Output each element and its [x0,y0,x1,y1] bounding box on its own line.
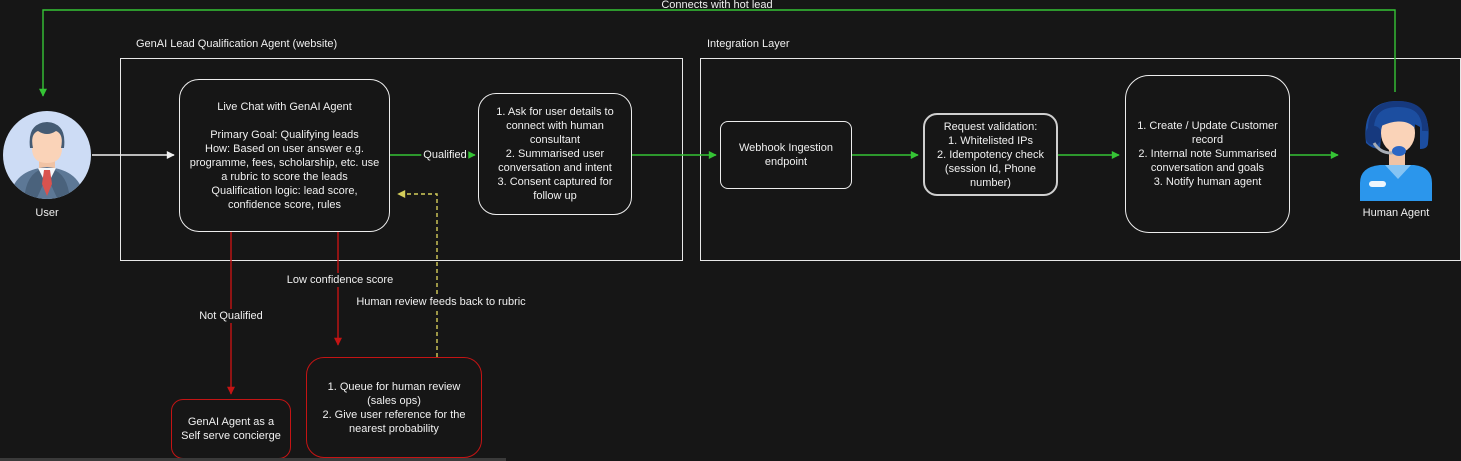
node-human-review-queue[interactable]: 1. Queue for human review (sales ops) 2.… [306,357,482,458]
actor-label-human-agent: Human Agent [1362,207,1430,219]
node-request-validation-text: Request validation: 1. Whitelisted IPs 2… [936,120,1044,189]
edge-label-low-confidence: Low confidence score [284,273,396,287]
container-label-integration: Integration Layer [707,38,790,50]
edge-agent-connects-hot-lead[interactable] [39,9,1396,97]
node-user-details-text: 1. Ask for user details to connect with … [496,106,614,202]
node-webhook-text: Webhook Ingestion endpoint [739,142,833,168]
node-human-review-queue-text: 1. Queue for human review (sales ops) 2.… [322,380,466,435]
edge-label-qualified: Qualified [421,148,469,162]
horizontal-scrollbar-thumb[interactable] [0,458,506,461]
edge-label-feedback: Human review feeds back to rubric [354,295,528,309]
node-user-details[interactable]: 1. Ask for user details to connect with … [478,93,632,215]
actor-label-user: User [35,207,59,219]
node-self-serve-text: GenAI Agent as a Self serve concierge [181,416,281,442]
businessman-avatar-icon[interactable] [2,110,92,200]
node-crm-update[interactable]: 1. Create / Update Customer record 2. In… [1125,75,1290,233]
support-agent-headset-icon[interactable] [1354,91,1436,201]
node-webhook-ingestion[interactable]: Webhook Ingestion endpoint [720,121,852,189]
edge-label-connects-hot-lead: Connects with hot lead [661,0,773,11]
node-request-validation[interactable]: Request validation: 1. Whitelisted IPs 2… [923,113,1058,196]
node-crm-update-text: 1. Create / Update Customer record 2. In… [1137,120,1278,188]
node-self-serve-concierge[interactable]: GenAI Agent as a Self serve concierge [171,399,291,459]
node-live-chat-text: Live Chat with GenAI Agent Primary Goal:… [189,100,380,211]
node-live-chat[interactable]: Live Chat with GenAI Agent Primary Goal:… [179,79,390,232]
container-label-genai: GenAI Lead Qualification Agent (website) [136,38,338,50]
container-genai-lead-qualification[interactable] [120,58,683,261]
edge-human-review-feedback[interactable] [397,190,438,357]
edge-label-not-qualified: Not Qualified [197,309,265,323]
